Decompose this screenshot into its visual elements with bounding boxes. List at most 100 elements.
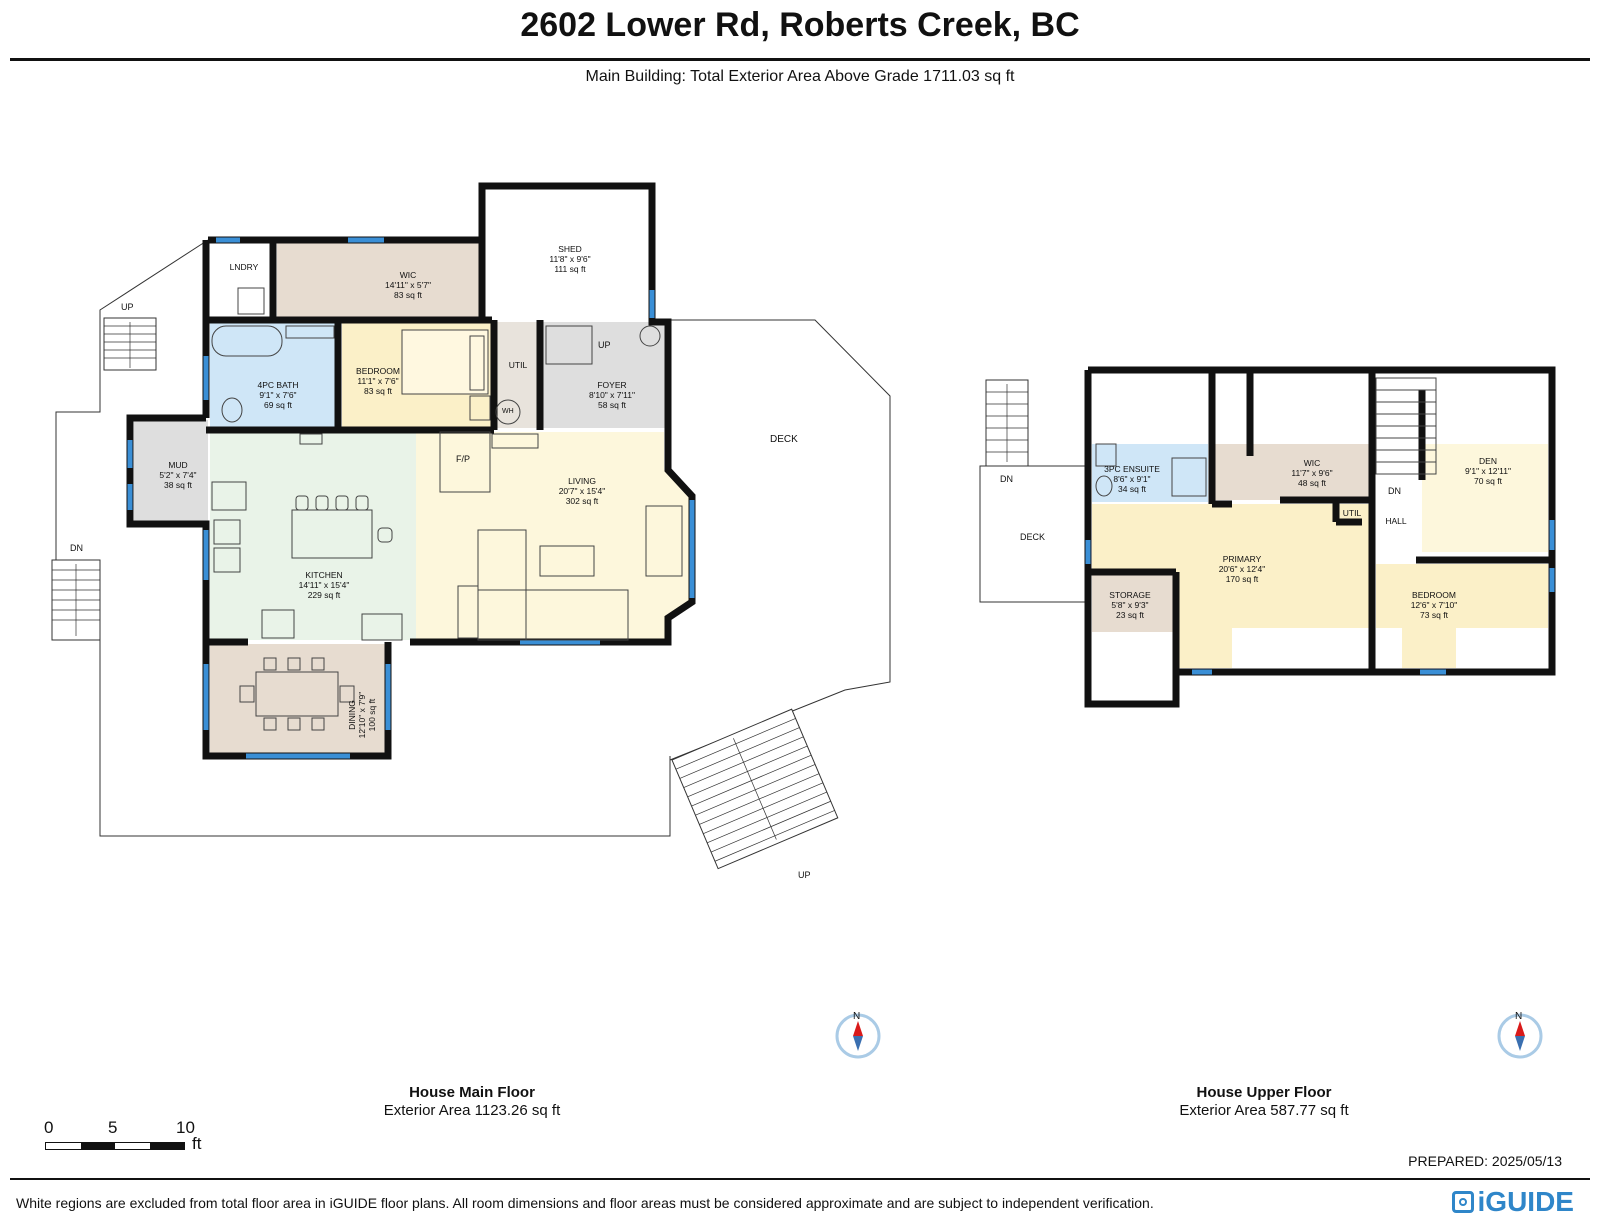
main-deck-label: DECK [770,434,798,445]
room-name: PRIMARY [1222,554,1262,564]
room-area: 70 sq ft [1474,476,1502,486]
room-area: 83 sq ft [364,386,392,396]
header-divider [10,58,1590,61]
stairs-up-label-deck: UP [798,870,811,880]
disclaimer: White regions are excluded from total fl… [16,1195,1154,1211]
main-floor-name: House Main Floor [409,1084,535,1101]
room-name: KITCHEN [305,570,343,580]
room-name: WIC [1303,458,1321,468]
room-fill-upper-bedroom [1376,564,1548,668]
hall-dn-label: DN [1388,486,1401,496]
main-windows [127,237,695,759]
upper-walls [1084,366,1556,708]
room-area: 48 sq ft [1298,478,1326,488]
room-fill-shed [486,186,652,320]
room-area: 302 sq ft [565,496,599,506]
upper-room-label-hall: HALL [1336,516,1456,526]
upper-deck-label: DECK [1020,532,1046,542]
room-name: LNDRY [229,262,259,272]
stairs-down-upper-deck [985,379,1029,467]
scale-bar-graphic [45,1142,185,1150]
room-dimensions: 11'1" x 7'6" [357,376,399,386]
page-title: 2602 Lower Rd, Roberts Creek, BC [520,6,1080,44]
room-name: UTIL [1342,508,1362,518]
room-area: 23 sq ft [1116,610,1144,620]
stairs-up-label-left: UP [121,302,134,312]
room-area: 229 sq ft [307,590,341,600]
upper-room-label-util: UTIL [1292,508,1412,518]
room-name: BEDROOM [356,366,400,376]
room-dimensions: 20'7" x 15'4" [558,486,606,496]
room-fill-upper-wic [1212,444,1372,500]
scale-tick-10: 10 [176,1118,195,1137]
main-floor-plan [51,182,891,870]
main-deck-outline-right [669,319,891,761]
room-name: MUD [168,460,188,470]
iguide-logo: iGUIDE [1451,1186,1574,1218]
fireplace-label: F/P [456,454,471,464]
room-area: 100 sq ft [367,698,377,732]
room-fill-wic [277,242,482,318]
scale-tick-5: 5 [108,1118,118,1137]
stairs-down-left [51,559,101,641]
room-area: 73 sq ft [1420,610,1448,620]
room-name: SHED [558,244,582,254]
compass-main-letter: N [853,1011,861,1022]
iguide-brand-text: iGUIDE [1477,1186,1574,1217]
room-fill-bath [210,322,338,428]
room-dimensions: 9'1" x 7'6" [259,390,297,400]
upper-floor-area: Exterior Area 587.77 sq ft [1179,1102,1349,1119]
room-fill-ensuite [1092,444,1208,502]
scale-unit: ft [192,1134,202,1153]
room-name: UTIL [508,360,528,370]
prepared-date: PREPARED: 2025/05/13 [1408,1153,1562,1169]
room-dimensions: 11'7" x 9'6" [1291,468,1333,478]
room-dimensions: 8'10" x 7'11" [589,390,635,400]
main-room-label-util: UTIL [458,360,578,370]
room-name: DEN [1479,456,1497,466]
room-dimensions: 9'1" x 12'11" [1465,466,1511,476]
room-dimensions: 14'11" x 15'4" [298,580,350,590]
room-dimensions: 5'2" x 7'4" [159,470,197,480]
room-dimensions: 8'6" x 9'1" [1113,474,1151,484]
water-heater-label: WH [502,408,514,415]
upper-deck-dn-label: DN [1000,474,1013,484]
room-name: DINING [347,700,357,730]
compass-main [835,1013,881,1059]
stairs-up-label-foyer: UP [598,340,611,350]
room-name: HALL [1385,516,1407,526]
room-name: LIVING [568,476,596,486]
main-floor-caption: House Main Floor Exterior Area 1123.26 s… [362,1084,582,1120]
upper-fixtures [1095,377,1437,497]
main-room-label-lndry: LNDRY [184,262,304,272]
room-area: 69 sq ft [264,400,292,410]
room-fill-storage [1092,574,1174,632]
scale-tick-0: 0 [44,1118,54,1137]
room-name: STORAGE [1109,590,1151,600]
upper-floor-caption: House Upper Floor Exterior Area 587.77 s… [1154,1084,1374,1120]
room-dimensions: 20'6" x 12'4" [1218,564,1266,574]
room-dimensions: 11'8" x 9'6" [549,254,591,264]
room-area: 34 sq ft [1118,484,1146,494]
room-area: 170 sq ft [1225,574,1259,584]
room-dimensions: 12'10" x 7'9" [357,691,367,739]
room-fill-living [416,432,692,640]
room-fill-foyer [542,322,668,428]
room-name: FOYER [597,380,627,390]
iguide-logo-icon [1451,1191,1474,1213]
room-fill-kitchen [210,432,416,640]
room-area: 111 sq ft [554,264,586,274]
upper-floor-name: House Upper Floor [1196,1084,1332,1101]
